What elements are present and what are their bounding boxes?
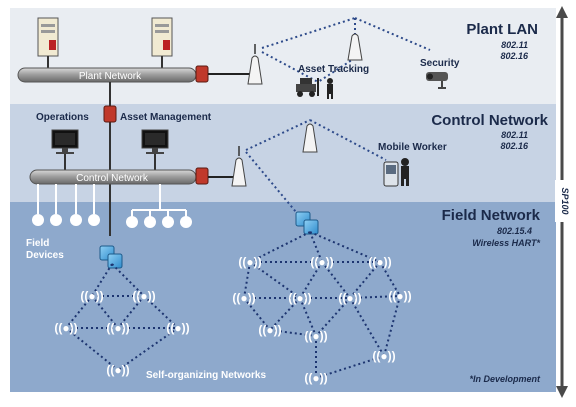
monitor-icon [141, 129, 169, 154]
zone-std-plant-1: 802.11 [501, 40, 528, 50]
server-icon [37, 17, 59, 57]
self-organizing-label: Self-organizing Networks [146, 370, 266, 381]
person-icon [327, 78, 333, 99]
router-icon [195, 167, 209, 185]
mesh-node: ((●)) [232, 291, 255, 305]
mesh-node: ((●)) [304, 371, 327, 385]
asset-management-label: Asset Management [120, 112, 212, 123]
mesh-nodes-right: ((●)) ((●)) ((●)) ((●)) ((●)) ((●)) ((●)… [232, 255, 411, 385]
control-network-backbone: Control Network [29, 169, 197, 185]
forklift-icon [296, 78, 319, 97]
field-devices-bus [37, 184, 187, 218]
zone-title-control: Control Network [431, 112, 548, 129]
field-devices-label-2: Devices [26, 250, 64, 261]
mesh-node: ((●)) [310, 255, 333, 269]
mesh-node: ((●)) [258, 323, 281, 337]
zone-std-field-2: Wireless HART* [472, 238, 540, 248]
plant-lan-zone [10, 8, 556, 104]
mesh-node: ((●)) [166, 321, 189, 335]
server-icon [151, 17, 173, 57]
mesh-node: ((●)) [288, 291, 311, 305]
mesh-node: ((●)) [338, 291, 361, 305]
operations-label: Operations [36, 112, 89, 123]
mesh-node: ((●)) [80, 289, 103, 303]
access-point-icon [247, 44, 263, 85]
gateway-node-icon [295, 211, 319, 235]
mesh-links-left [65, 263, 179, 371]
zone-std-control-1: 802.11 [501, 130, 528, 140]
in-development-note: *In Development [469, 374, 541, 384]
zone-std-field-1: 802.15.4 [497, 226, 532, 236]
field-devices-label-1: Field [26, 238, 49, 249]
gateway-node-icon [99, 245, 123, 269]
mesh-node: ((●)) [368, 255, 391, 269]
access-point-icon [302, 123, 318, 153]
security-label: Security [420, 58, 460, 69]
person-icon [401, 158, 409, 186]
control-network-zone [10, 104, 556, 202]
mobile-device-icon [383, 161, 399, 187]
mesh-node: ((●)) [132, 289, 155, 303]
field-network-zone [10, 202, 556, 392]
plant-network-backbone: Plant Network [17, 67, 197, 83]
asset-tracking-label: Asset Tracking [298, 64, 369, 75]
mesh-node: ((●)) [54, 321, 77, 335]
wireless-links-control [245, 119, 387, 213]
zone-std-plant-2: 802.16 [500, 51, 529, 61]
sp100-arrow: SP100 [555, 6, 570, 398]
router-icon [103, 105, 117, 123]
mesh-links-right [243, 231, 401, 379]
mesh-node: ((●)) [106, 321, 129, 335]
security-camera-icon [426, 72, 448, 89]
access-point-icon [347, 33, 363, 61]
mesh-node: ((●)) [238, 255, 261, 269]
access-point-icon [231, 146, 247, 187]
monitor-icon [51, 129, 79, 154]
mesh-node: ((●)) [372, 349, 395, 363]
zone-std-control-2: 802.16 [500, 141, 529, 151]
mesh-node: ((●)) [106, 363, 129, 377]
backbone-label-plant: Plant Network [79, 71, 142, 82]
sp100-label: SP100 [560, 187, 570, 214]
mesh-node: ((●)) [304, 329, 327, 343]
router-icon [195, 65, 209, 83]
field-device-node [32, 214, 192, 228]
mesh-nodes-left: ((●)) ((●)) ((●)) ((●)) ((●)) ((●)) [54, 289, 189, 377]
zone-title-field: Field Network [442, 207, 541, 224]
mesh-node: ((●)) [388, 289, 411, 303]
mobile-worker-label: Mobile Worker [378, 142, 447, 153]
backbone-label-control: Control Network [76, 173, 149, 184]
zone-title-plant: Plant LAN [466, 21, 538, 38]
